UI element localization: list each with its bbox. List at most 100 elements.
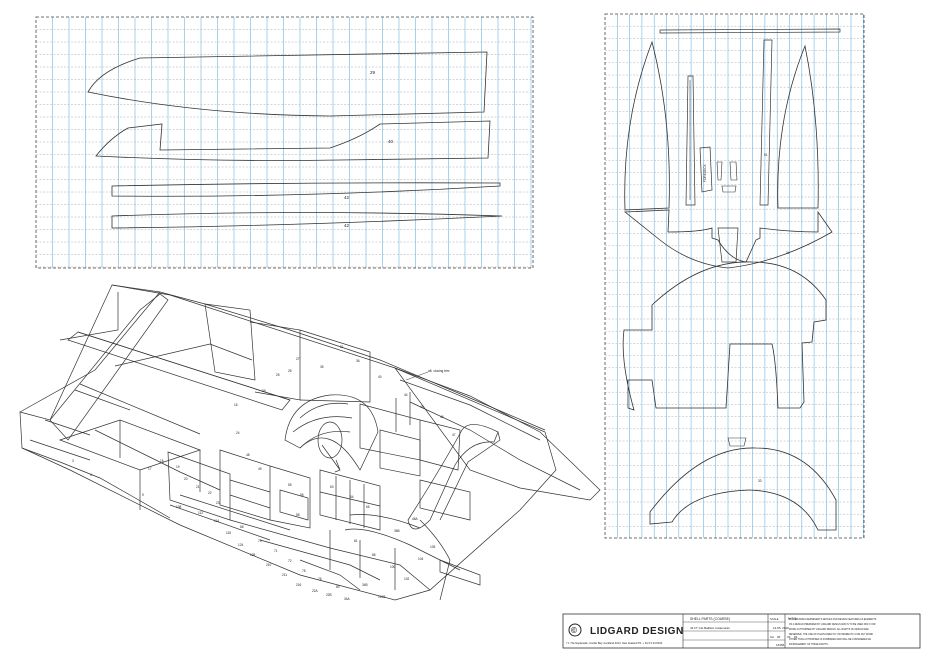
cockpit-coaming-panel: [649, 447, 837, 531]
isometric-catamaran-assembly: [19, 284, 601, 601]
iso-part-label: 35: [320, 365, 324, 369]
part-callouts: 1629252627243491718192021222331353640444…: [72, 345, 456, 601]
companionway-stair: [284, 394, 379, 471]
iso-part-label: 48: [246, 453, 250, 457]
iso-part-label: 22A: [312, 589, 319, 593]
logo-mark: ©: [571, 626, 577, 635]
foredeck-panel: [699, 146, 713, 193]
iso-part-label: 49: [258, 467, 262, 471]
iso-part-label: 124: [238, 543, 244, 547]
iso-part-label: 216: [296, 583, 302, 587]
company-name: LIDGARD DESIGN: [590, 626, 684, 637]
nesting-panel-hull-sides: 29 40 42 42: [35, 16, 534, 269]
iso-part-label: 24: [236, 431, 240, 435]
copyright-line: OTHER THAN AUTHORISED IS FORBIDDEN AND W…: [789, 638, 871, 641]
sheet-total: 03: [794, 635, 798, 639]
iso-part-label: 112: [198, 511, 203, 515]
iso-part-label: 210: [266, 563, 272, 567]
project-name: 44 FT Cat Ballistic Catamaran: [690, 626, 730, 630]
company-address: 7 1 The Esplanade, Cockle Bay, Auckland …: [566, 641, 663, 645]
iso-part-label: 105: [430, 545, 436, 549]
small-part: [727, 437, 747, 447]
iso-part-label: 58: [296, 513, 300, 517]
copyright-line: RESERVED. THE USE OF PLANS DIRECTLY OR I…: [789, 633, 874, 636]
iso-part-label: 114: [214, 519, 219, 523]
iso-part-label: 115: [226, 531, 231, 535]
iso-part-label: 17: [148, 467, 152, 471]
iso-part-label: 101B: [378, 595, 385, 599]
iso-part-label: 26: [288, 369, 292, 373]
iso-part-label: 22B: [326, 593, 332, 597]
scale-label: SCALE: [770, 617, 779, 621]
small-part: [716, 161, 723, 181]
iso-part-label: 47: [452, 433, 456, 437]
crossbeam: [49, 293, 169, 441]
iso-part-label: 70: [258, 539, 262, 543]
part-label: 29: [370, 70, 376, 75]
iso-part-label: 34A: [344, 597, 351, 601]
bow-panel-right-inner: [759, 39, 773, 206]
iso-part-label: 100: [390, 565, 396, 569]
saloon-roof-panel: [622, 261, 827, 411]
iso-part-label: 23: [216, 501, 220, 505]
hull-side-part-1: [87, 51, 488, 117]
iso-part-label: 68: [240, 525, 244, 529]
sheet-of: OF: [787, 635, 791, 639]
iso-part-label: 3: [72, 459, 74, 463]
cutting-grid: [605, 14, 864, 538]
iso-part-label: 36B: [394, 529, 400, 533]
iso-part-label: 104: [418, 557, 424, 561]
iso-part-label: 80: [336, 585, 340, 589]
sheet-label: SH.: [770, 635, 775, 639]
iso-part-label: 48A: [412, 517, 419, 521]
iso-part-label: 211: [282, 573, 287, 577]
part-label: 2L: [786, 251, 790, 255]
iso-part-label: 21: [196, 485, 200, 489]
iso-part-label: 19: [176, 465, 180, 469]
iso-part-label: 128: [250, 553, 256, 557]
bow-panel-left: [624, 40, 670, 211]
title-block: © LIDGARD DESIGN 7 1 The Esplanade, Cock…: [562, 613, 921, 649]
copyright-line: OF A DESIGN PREPARED BY LIDGARD DESIGN A…: [789, 623, 876, 626]
iso-part-label: 56: [300, 493, 304, 497]
iso-part-label: 44: [404, 393, 408, 397]
part-label: 42: [344, 195, 350, 200]
forward-beam: [67, 331, 291, 411]
iso-part-label: 20: [184, 477, 188, 481]
cockpit-seat: [407, 424, 499, 530]
part-label: 40: [388, 139, 394, 144]
starboard-hull: [394, 367, 601, 501]
drawing-title: SHELL PARTS (COARSE): [690, 617, 730, 621]
iso-part-label: 76: [318, 577, 322, 581]
hatch-part: [717, 227, 739, 263]
trim-callout: aft. closing trim: [428, 369, 450, 373]
iso-part-label: 55: [288, 483, 292, 487]
copyright-line: WORK AUTHORISED BY LIDGARD DESIGN. ALL R…: [789, 628, 869, 631]
iso-part-label: 65: [366, 505, 370, 509]
iso-part-label: 46: [440, 415, 444, 419]
copyright-line: THIS DRAWING REPRESENTS DETAILS AND DESI…: [789, 618, 877, 621]
keel-strip-part-1: [111, 182, 501, 197]
iso-part-label: 31: [340, 345, 344, 349]
iso-part-label: 36: [356, 359, 360, 363]
iso-part-label: 63: [330, 485, 334, 489]
scale-value: N.T.S.: [788, 617, 797, 621]
iso-part-label: 45: [420, 405, 424, 409]
cutting-grid: [36, 17, 533, 268]
iso-part-label: 86: [372, 553, 376, 557]
iso-part-label: 22: [208, 491, 212, 495]
iso-part-label: 75: [302, 569, 306, 573]
iso-part-label: 9: [142, 493, 144, 497]
copyright-line: INFRINGEMENT OF THESE RIGHTS.: [789, 644, 829, 646]
iso-part-label: 72: [288, 559, 292, 563]
iso-part-label: 40: [378, 375, 382, 379]
iso-part-label: 25: [276, 373, 280, 377]
iso-part-label: 16: [234, 403, 238, 407]
small-part: [729, 161, 738, 181]
iso-part-label: 108: [176, 505, 182, 509]
hull-side-part-2: [95, 120, 491, 161]
keel-strip-part-2: [111, 212, 503, 229]
iso-part-label: 102: [404, 577, 410, 581]
iso-part-label: 18: [160, 459, 164, 463]
